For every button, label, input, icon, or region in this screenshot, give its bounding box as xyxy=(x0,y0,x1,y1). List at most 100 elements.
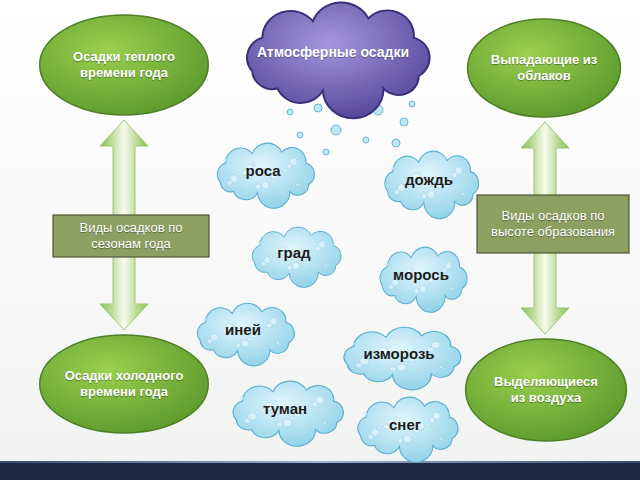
bubble-texture xyxy=(425,283,428,286)
bubble-texture xyxy=(319,241,326,248)
node-label: Атмосферные осадки xyxy=(257,44,409,61)
bubble-texture xyxy=(405,362,409,365)
bubble-texture xyxy=(427,191,434,199)
bubble-texture xyxy=(455,167,462,175)
ellipse-shape xyxy=(468,19,621,117)
bubble-texture xyxy=(237,173,240,176)
bubble-texture xyxy=(308,407,312,410)
bubble-texture xyxy=(276,422,282,427)
bubble-texture xyxy=(264,257,271,264)
bubble-texture xyxy=(403,435,411,443)
bubble-texture xyxy=(365,413,368,416)
cloud-shape xyxy=(233,381,343,446)
bubble-texture xyxy=(230,175,238,183)
bubble-texture xyxy=(283,169,286,172)
bubble-texture xyxy=(296,183,299,186)
node-label: Виды осадков по сезонам года xyxy=(57,220,206,251)
node-label: дождь xyxy=(405,171,453,189)
node-label: изморозь xyxy=(363,345,434,363)
node-label: снег xyxy=(389,416,421,434)
node-label: Осадки холодного времени года xyxy=(61,368,188,399)
precipitation-bubble: дождь xyxy=(372,152,486,208)
bubble-texture xyxy=(224,159,227,162)
bubble-texture xyxy=(410,433,413,436)
bubble-texture xyxy=(255,184,260,189)
classification-box: Виды осадков по сезонам года xyxy=(52,214,210,258)
bubble-texture xyxy=(235,342,240,347)
bubble-texture xyxy=(426,423,429,426)
bubble-texture xyxy=(461,192,464,195)
cloud-shape xyxy=(344,327,461,390)
bubble-texture xyxy=(397,364,406,371)
bottom-bar xyxy=(0,462,640,480)
cloud-shape xyxy=(197,303,294,366)
bubble-texture xyxy=(263,328,266,331)
bubble-texture xyxy=(386,263,389,266)
cloud-shape xyxy=(247,2,430,118)
bubble-texture xyxy=(248,413,257,421)
precipitation-bubble: изморозь xyxy=(328,328,470,380)
classification-box: Виды осадков по высоте образования xyxy=(476,194,630,254)
category-ellipse: Осадки холодного времени года xyxy=(38,334,210,434)
bubble-texture xyxy=(255,411,259,414)
bubble-texture xyxy=(439,437,442,440)
bubble-texture xyxy=(433,412,441,420)
bubble-texture xyxy=(313,251,316,254)
node-label: туман xyxy=(263,400,307,418)
bubble-texture xyxy=(434,188,437,191)
bubble-texture xyxy=(241,340,249,347)
bubble-texture xyxy=(397,184,404,192)
bubble-texture xyxy=(323,421,327,424)
bubble-texture xyxy=(324,264,327,267)
bubble-texture xyxy=(287,265,292,270)
title-cloud: Атмосферные осадки xyxy=(222,4,444,100)
bubble-texture xyxy=(248,338,251,341)
bubble-texture xyxy=(217,332,220,335)
precipitation-bubble: морось xyxy=(368,248,474,302)
bubble-texture xyxy=(451,287,454,290)
droplet xyxy=(297,132,303,138)
precipitation-bubble: туман xyxy=(218,382,352,436)
bubble-texture xyxy=(391,167,394,170)
cloud-shape xyxy=(358,397,458,462)
bubble-texture xyxy=(290,158,298,166)
droplet xyxy=(363,137,369,143)
cloud-shape xyxy=(217,143,314,208)
droplet xyxy=(314,104,322,112)
bubble-texture xyxy=(268,179,271,182)
bubble-texture xyxy=(270,255,273,258)
bubble-texture xyxy=(378,427,381,430)
bottom-bar-line xyxy=(0,461,640,463)
bubble-texture xyxy=(397,438,403,443)
bubble-texture xyxy=(261,181,269,189)
bubble-texture xyxy=(276,341,279,344)
precipitation-bubble: иней xyxy=(184,304,302,356)
cloud-shape xyxy=(252,227,341,287)
bubble-texture xyxy=(352,342,356,345)
bubble-texture xyxy=(293,263,300,270)
bubble-texture xyxy=(241,397,245,400)
cloud-shape xyxy=(385,151,479,219)
category-ellipse: Выделяющиеся из воздуха xyxy=(464,338,628,442)
droplet xyxy=(409,101,415,107)
droplet xyxy=(392,139,400,147)
rect-shape xyxy=(477,195,629,253)
ellipse-shape xyxy=(40,15,209,115)
bubble-texture xyxy=(420,285,427,293)
droplet xyxy=(331,125,341,135)
node-label: Виды осадков по высоте образования xyxy=(481,208,626,239)
droplet xyxy=(323,149,329,155)
droplet xyxy=(287,109,293,115)
ellipse-shape xyxy=(466,339,627,441)
bubble-texture xyxy=(390,366,396,371)
bubble-texture xyxy=(204,318,207,321)
ellipse-shape xyxy=(40,335,209,433)
category-ellipse: Осадки теплого времени года xyxy=(38,14,210,116)
bubble-texture xyxy=(210,334,218,341)
bubble-texture xyxy=(371,429,379,437)
node-label: Осадки теплого времени года xyxy=(61,49,188,80)
node-label: Выделяющиеся из воздуха xyxy=(486,374,607,405)
node-label: морось xyxy=(393,266,449,284)
bubble-texture xyxy=(283,419,292,427)
